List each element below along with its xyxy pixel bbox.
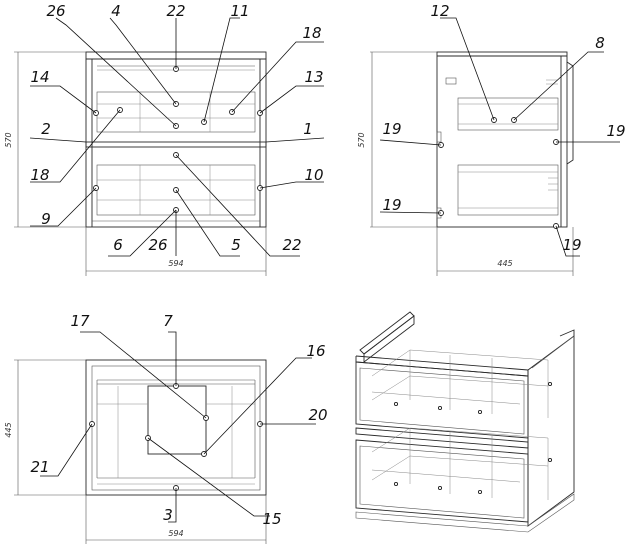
iso-lower-drawer	[355, 439, 529, 523]
top-view: 445 594 7 17 16 20 21 3 15	[4, 312, 328, 544]
side-depth-dimension: 445	[497, 259, 512, 268]
iso-upper-drawer	[355, 361, 529, 439]
callout-8: 8	[595, 34, 605, 52]
callout-22-top: 22	[166, 2, 185, 20]
callout-26-top: 26	[46, 2, 65, 20]
callout-26-bottom: 26	[148, 236, 167, 254]
callout-6: 6	[113, 236, 123, 254]
side-body	[436, 51, 568, 228]
front-body	[85, 58, 267, 228]
callout-16: 16	[306, 342, 325, 360]
callout-7: 7	[163, 312, 173, 330]
callout-19-right: 19	[606, 122, 625, 140]
callout-18-right: 18	[302, 24, 321, 42]
callout-5: 5	[231, 236, 241, 254]
top-opening	[147, 385, 207, 455]
callout-22-bottom: 22	[282, 236, 301, 254]
callout-21: 21	[30, 458, 49, 476]
side-view: 570 445 12 8 19 19 19 19	[357, 2, 626, 276]
callout-1: 1	[303, 120, 313, 138]
top-width-dimension: 594	[168, 529, 183, 538]
callout-11: 11	[230, 2, 249, 20]
side-height-dimension: 570	[357, 132, 366, 147]
callout-10: 10	[304, 166, 323, 184]
isometric-view	[355, 311, 575, 533]
front-view: 570 594 2	[4, 2, 325, 276]
front-rail	[85, 141, 267, 148]
callout-19-upper-left: 19	[382, 120, 401, 138]
callout-4: 4	[111, 2, 121, 20]
callout-19-lower-left: 19	[382, 196, 401, 214]
callout-2: 2	[41, 120, 51, 138]
callout-18-left: 18	[30, 166, 49, 184]
callout-14: 14	[30, 68, 49, 86]
callout-13: 13	[304, 68, 323, 86]
callout-17: 17	[70, 312, 90, 330]
callout-20: 20	[308, 406, 327, 424]
callout-19-bottom: 19	[562, 236, 581, 254]
front-height-dimension: 570	[4, 132, 13, 147]
callout-3: 3	[163, 506, 173, 524]
callout-15: 15	[262, 510, 281, 528]
callout-12: 12	[430, 2, 449, 20]
top-depth-dimension: 445	[4, 422, 13, 437]
callout-9: 9	[41, 210, 51, 228]
front-width-dimension: 594	[168, 259, 183, 268]
